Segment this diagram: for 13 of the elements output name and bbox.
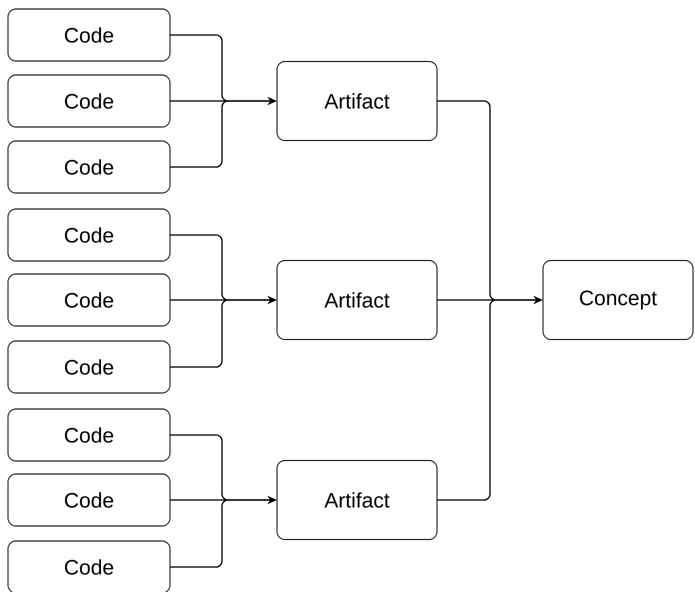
code-box: Code	[8, 208, 170, 262]
artifact-box: Artifact	[276, 61, 438, 141]
code-box: Code	[8, 340, 170, 394]
code-box: Code	[8, 540, 170, 592]
artifact-box: Artifact	[276, 460, 438, 540]
code-box: Code	[8, 74, 170, 128]
code-box: Code	[8, 274, 170, 326]
code-box: Code	[8, 408, 170, 462]
concept-box: Concept	[542, 260, 694, 340]
artifact-box: Artifact	[276, 260, 438, 340]
code-box: Code	[8, 474, 170, 526]
code-box: Code	[8, 8, 170, 62]
code-box: Code	[8, 140, 170, 194]
